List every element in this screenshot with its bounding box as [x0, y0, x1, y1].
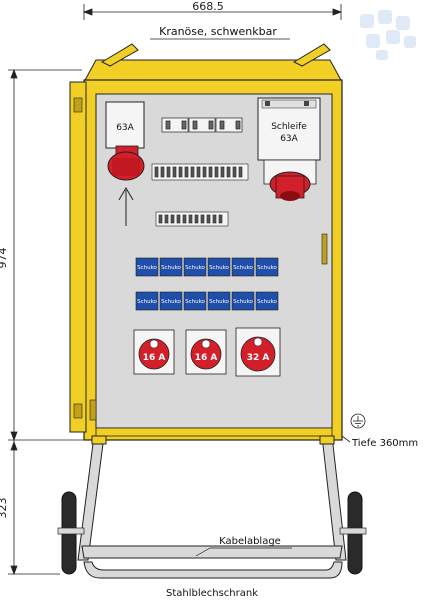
main-breakers	[161, 117, 243, 133]
schuko-label: Schuko	[161, 265, 181, 271]
cabinet-roof	[83, 43, 343, 83]
depth-label: Tiefe 360mm	[351, 438, 418, 449]
wheel-right	[339, 491, 367, 575]
schuko-label: Schuko	[161, 299, 181, 305]
schuko-socket	[159, 257, 183, 277]
cee-socket-32a	[235, 327, 281, 377]
schuko-label: Schuko	[185, 299, 205, 305]
trolley-chassis	[77, 435, 347, 579]
schuko-label: Schuko	[209, 299, 229, 305]
loop-terminal-63a	[257, 97, 321, 201]
loop-label-line1: Schleife	[271, 122, 307, 132]
cable-tray-leader	[195, 547, 211, 557]
trolley-bracket	[91, 435, 335, 445]
schuko-label: Schuko	[233, 265, 253, 271]
cee-socket-63a-label: 63A	[116, 123, 134, 133]
cee-socket-label: 16 A	[143, 353, 166, 363]
crane-eye-label: Kranöse, schwenkbar	[159, 25, 277, 38]
wheel-left	[57, 491, 85, 575]
lower-height-text: 323	[0, 498, 9, 519]
caption: Stahlblechschrank	[166, 588, 258, 599]
schuko-row-1	[135, 257, 279, 277]
arrow-icon	[118, 187, 134, 226]
mcb-row-2	[155, 211, 229, 227]
cee-socket-16a-1	[133, 329, 175, 375]
schuko-row-2	[135, 291, 279, 311]
schuko-socket	[255, 291, 279, 311]
schuko-label: Schuko	[257, 265, 277, 271]
cee-socket-label: 32 A	[247, 353, 270, 363]
schuko-socket	[135, 291, 159, 311]
schuko-label: Schuko	[137, 299, 157, 305]
mcb-row-1	[151, 163, 249, 181]
brand-logo-watermark	[360, 10, 416, 60]
schuko-socket	[207, 257, 231, 277]
cabinet-height-text: 974	[0, 248, 9, 269]
cee-socket-16a-2	[185, 329, 227, 375]
schuko-label: Schuko	[257, 299, 277, 305]
schuko-label: Schuko	[209, 265, 229, 271]
height-dimension-lines	[8, 68, 90, 576]
cee-socket-label: 16 A	[195, 353, 218, 363]
schuko-label: Schuko	[233, 299, 253, 305]
schuko-socket	[231, 257, 255, 277]
schuko-socket	[207, 291, 231, 311]
schuko-socket	[183, 257, 207, 277]
cable-tray-label: Kabelablage	[219, 536, 281, 547]
ground-icon	[341, 413, 366, 443]
width-dimension	[82, 4, 343, 20]
schuko-label: Schuko	[137, 265, 157, 271]
loop-label-line2: 63A	[280, 134, 298, 144]
schuko-socket	[255, 257, 279, 277]
schuko-socket	[231, 291, 255, 311]
schuko-socket	[183, 291, 207, 311]
cee-socket-63a	[105, 101, 145, 181]
width-dimension-text: 668.5	[192, 0, 224, 13]
schuko-label: Schuko	[185, 265, 205, 271]
schuko-socket	[135, 257, 159, 277]
schuko-socket	[159, 291, 183, 311]
